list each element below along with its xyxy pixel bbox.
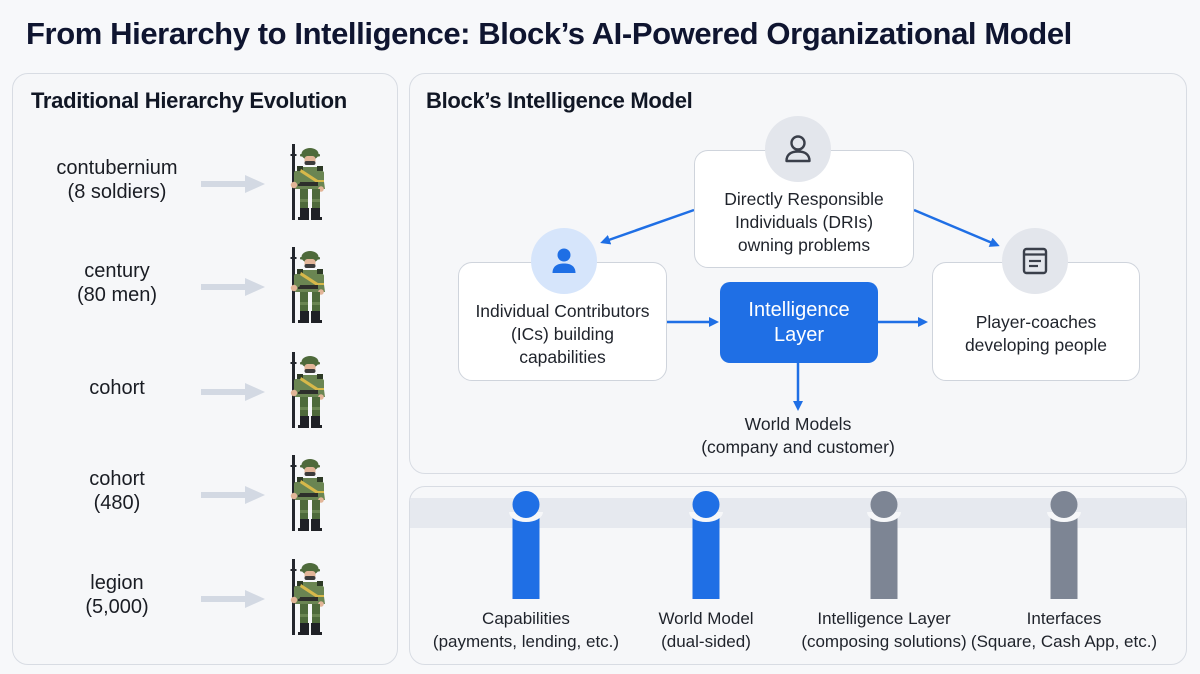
unit-name: century [84, 260, 150, 282]
unit-size: (8 soldiers) [67, 181, 167, 203]
dri-icon-badge [765, 116, 831, 182]
arrow-right-icon [201, 278, 265, 296]
unit-size: (5,000) [85, 596, 149, 618]
soldier-icon [283, 352, 333, 430]
model-panel-title: Block’s Intelligence Model [426, 88, 693, 113]
page-title: From Hierarchy to Intelligence: Block’s … [26, 16, 1072, 51]
hierarchy-row: century(80 men) [13, 247, 399, 327]
core-line-1: Intelligence [748, 298, 850, 321]
world-line-2: (company and customer) [701, 437, 895, 457]
stack-pillar: Interfaces (Square, Cash App, etc.) [971, 487, 1157, 664]
dri-line-1: Directly Responsible [724, 189, 884, 209]
hierarchy-unit-label: century(80 men) [33, 259, 201, 307]
pillar-title: Interfaces [1026, 609, 1102, 628]
document-icon [1022, 247, 1048, 275]
unit-name: contubernium [56, 157, 178, 179]
pillar-label: World Model (dual-sided) [606, 607, 806, 653]
user-outline-icon [785, 135, 811, 163]
soldier-icon [283, 455, 333, 533]
pillar-label: Interfaces (Square, Cash App, etc.) [964, 607, 1164, 653]
hierarchy-row: cohort(480) [13, 455, 399, 535]
hierarchy-row: contubernium(8 soldiers) [13, 144, 399, 224]
unit-name: legion [90, 572, 144, 594]
arrow-right-icon [201, 486, 265, 504]
pillar-title: Capabilities [482, 609, 570, 628]
arrow-right-icon [201, 590, 265, 608]
pillar-knob [692, 491, 720, 518]
pillar-knob [1050, 491, 1078, 518]
arrow-right-icon [201, 175, 265, 193]
world-models-label: World Models (company and customer) [678, 413, 918, 459]
coach-icon-badge [1002, 228, 1068, 294]
ic-line-2: (ICs) building [510, 324, 615, 344]
stack-pillar: World Model (dual-sided) [636, 487, 776, 664]
pillar-column [512, 516, 540, 599]
ic-line-1: Individual Contributors [475, 301, 650, 321]
pillar-knob [870, 491, 898, 518]
pillar-column [692, 516, 720, 599]
intelligence-model-panel: Block’s Intelligence Model Directly Resp… [409, 73, 1187, 474]
ic-icon-badge [531, 228, 597, 294]
pillar-title: World Model [658, 609, 754, 628]
hierarchy-unit-label: contubernium(8 soldiers) [33, 156, 201, 204]
pillar-column [870, 516, 898, 599]
unit-size: (80 men) [76, 284, 158, 306]
hierarchy-row: cohort [13, 352, 399, 432]
dri-line-2: Individuals (DRIs) [734, 212, 874, 232]
pillar-subtitle: (dual-sided) [661, 632, 751, 651]
unit-size: (480) [93, 492, 141, 514]
ic-line-3: capabilities [519, 347, 606, 367]
stack-pillar: Capabilities (payments, lending, etc.) [433, 487, 619, 664]
coach-line-1: Player-coaches [975, 312, 1097, 332]
coach-line-2: developing people [964, 335, 1108, 355]
pillar-subtitle: (Square, Cash App, etc.) [970, 632, 1158, 651]
hierarchy-unit-label: cohort(480) [33, 467, 201, 515]
hierarchy-row: legion(5,000) [13, 559, 399, 639]
pillar-subtitle: (payments, lending, etc.) [432, 632, 620, 651]
pillar-label: Capabilities (payments, lending, etc.) [426, 607, 626, 653]
pillar-title: Intelligence Layer [817, 609, 951, 628]
pillar-knob [512, 491, 540, 518]
world-line-1: World Models [744, 414, 852, 434]
user-filled-icon [552, 248, 576, 273]
soldier-icon [283, 247, 333, 325]
stack-pillar: Intelligence Layer (composing solutions) [801, 487, 967, 664]
hierarchy-unit-label: legion(5,000) [33, 571, 201, 619]
architecture-stack-panel: Capabilities(payments, lending, etc.)Wor… [409, 486, 1187, 665]
soldier-icon [283, 144, 333, 222]
pillar-column [1050, 516, 1078, 599]
unit-name: cohort [89, 468, 145, 490]
pillar-label: Intelligence Layer (composing solutions) [784, 607, 984, 653]
pillar-subtitle: (composing solutions) [801, 632, 967, 651]
hierarchy-panel-title: Traditional Hierarchy Evolution [31, 88, 347, 113]
unit-name: cohort [89, 377, 145, 399]
soldier-icon [283, 559, 333, 637]
hierarchy-panel: Traditional Hierarchy Evolution contuber… [12, 73, 398, 665]
core-line-2: Layer [773, 323, 825, 346]
hierarchy-unit-label: cohort [33, 376, 201, 400]
arrow-dri-to-ic [600, 208, 695, 245]
arrow-right-icon [201, 383, 265, 401]
intelligence-layer-node: Intelligence Layer [720, 282, 878, 363]
arrow-dri-to-coach [913, 208, 1000, 247]
dri-line-3: owning problems [737, 235, 871, 255]
